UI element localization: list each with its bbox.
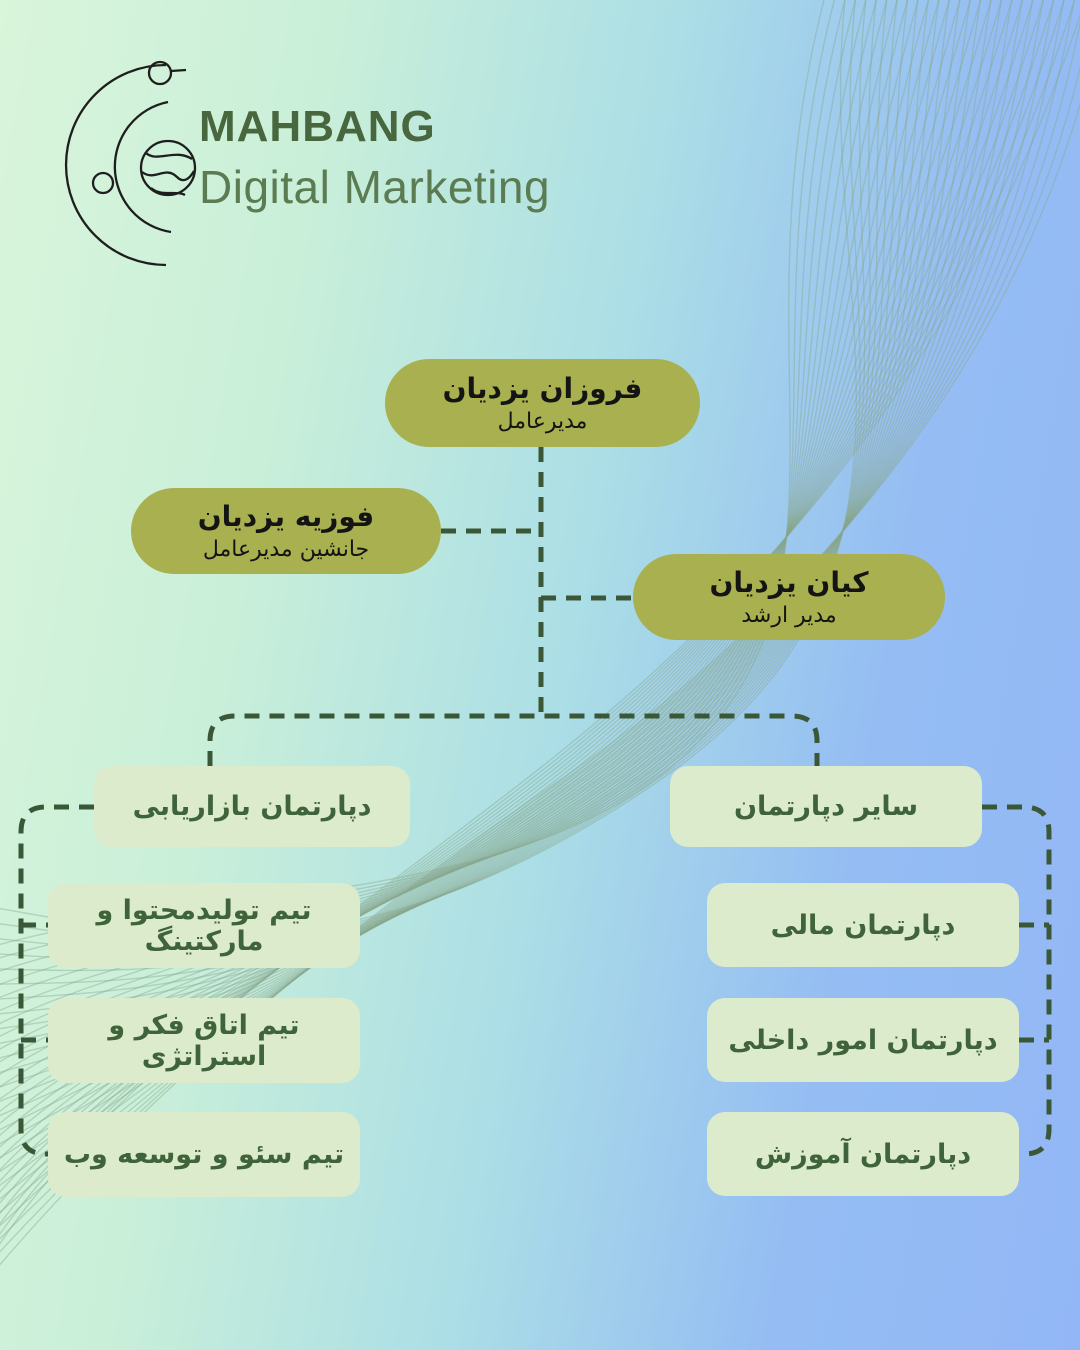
connector-right-rail: [982, 804, 1052, 1157]
deputy-role: جانشین مدیرعامل: [202, 536, 370, 562]
dept-card-internal-affairs: دپارتمان امور داخلی: [707, 998, 1019, 1082]
team-card-content-marketing: تیم تولیدمحتوا و مارکتینگ: [48, 883, 360, 968]
brand-tagline: Digital Marketing: [199, 161, 551, 213]
dept-card-finance: دپارتمان مالی: [707, 883, 1019, 967]
dept-other-header: سایر دپارتمان: [670, 766, 982, 847]
brand-name: MAHBANG: [199, 102, 436, 151]
team-card-seo-web: تیم سئو و توسعه وب: [48, 1112, 360, 1197]
connector-left-rail: [18, 804, 94, 1157]
team-card-strategy: تیم اتاق فکر و استراتژی: [48, 998, 360, 1083]
dept-marketing-header: دپارتمان بازاریابی: [94, 766, 410, 847]
senior-name: کیان یزدیان: [709, 565, 869, 599]
deputy-name: فوزیه یزدیان: [197, 499, 375, 533]
planet-orbits-icon: [64, 60, 197, 267]
node-senior-manager: کیان یزدیان مدیر ارشد: [633, 554, 945, 640]
connector-distribution: [207, 713, 820, 766]
ceo-role: مدیرعامل: [497, 408, 588, 434]
node-ceo: فروزان یزدیان مدیرعامل: [385, 359, 700, 447]
dept-card-education: دپارتمان آموزش: [707, 1112, 1019, 1196]
ceo-name: فروزان یزدیان: [442, 371, 643, 405]
senior-role: مدیر ارشد: [741, 602, 837, 628]
brand-text-block: MAHBANG Digital Marketing: [199, 102, 550, 214]
node-deputy-ceo: فوزیه یزدیان جانشین مدیرعامل: [131, 488, 441, 574]
